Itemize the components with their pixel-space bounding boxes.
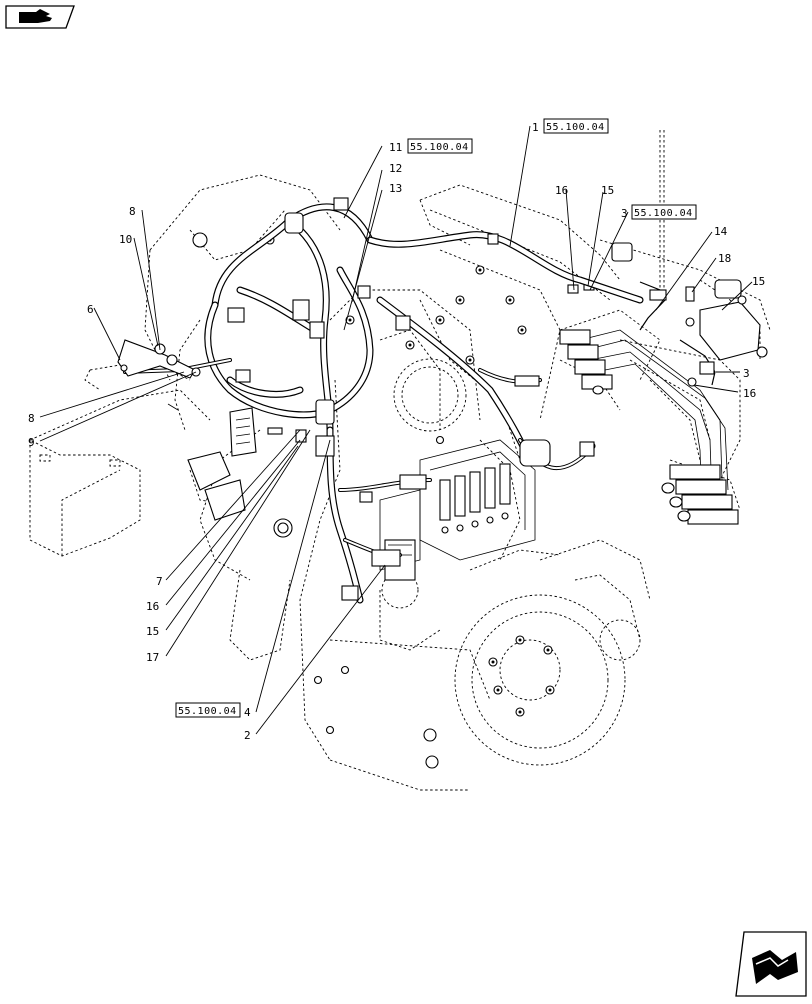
callout-2[interactable]: 2: [244, 729, 251, 742]
harness-connectors: [187, 197, 595, 601]
callout-11[interactable]: 11: [389, 141, 402, 154]
reference-label: 55.100.04: [634, 208, 693, 219]
callout-7[interactable]: 7: [156, 575, 163, 588]
callout-3-top[interactable]: 3: [621, 207, 628, 220]
callout-15-left[interactable]: 15: [146, 625, 159, 638]
callout-16-top[interactable]: 16: [555, 184, 568, 197]
callout-9[interactable]: 9: [28, 436, 35, 449]
leader-lines: [39, 125, 753, 735]
callout-4[interactable]: 4: [244, 706, 251, 719]
callout-6[interactable]: 6: [87, 303, 94, 316]
section-reference-r1[interactable]: 55.100.04: [543, 118, 609, 134]
callout-1[interactable]: 1: [532, 121, 539, 134]
hand-pointer-icon: [19, 9, 52, 23]
section-reference-r3[interactable]: 55.100.04: [631, 204, 697, 220]
section-reference-r4[interactable]: 55.100.04: [175, 702, 241, 718]
housing-bolts: [265, 235, 596, 769]
callout-15-right[interactable]: 15: [752, 275, 765, 288]
reference-label: 55.100.04: [546, 122, 605, 133]
sensor-assembly: [567, 242, 768, 387]
callout-16-left[interactable]: 16: [146, 600, 159, 613]
callout-15-top[interactable]: 15: [601, 184, 614, 197]
callout-8-bottom[interactable]: 8: [28, 412, 35, 425]
prev-page-button[interactable]: [5, 5, 75, 29]
control-valve-block: [379, 439, 536, 581]
page-turn-arrow-icon: [752, 950, 798, 984]
chassis-outline: [29, 130, 771, 791]
reference-label: 55.100.04: [410, 142, 469, 153]
callout-18[interactable]: 18: [718, 252, 731, 265]
callout-16-right[interactable]: 16: [743, 387, 756, 400]
callout-3-right[interactable]: 3: [743, 367, 750, 380]
next-page-button[interactable]: [735, 931, 807, 997]
hydraulic-lines: [559, 329, 739, 525]
callout-17[interactable]: 17: [146, 651, 159, 664]
reference-label: 55.100.04: [178, 706, 237, 717]
callout-13[interactable]: 13: [389, 182, 402, 195]
callout-10[interactable]: 10: [119, 233, 132, 246]
ground-strap-bracket: [117, 339, 201, 411]
callout-14[interactable]: 14: [714, 225, 728, 238]
section-reference-r2[interactable]: 55.100.04: [407, 138, 473, 154]
callout-8-top[interactable]: 8: [129, 205, 136, 218]
callout-12[interactable]: 12: [389, 162, 402, 175]
main-wiring-harness: [123, 203, 644, 604]
callout-labels: 1 2 3 3 4 6 7 8 8 9 10 11 12 13 14 15 15…: [28, 121, 765, 742]
